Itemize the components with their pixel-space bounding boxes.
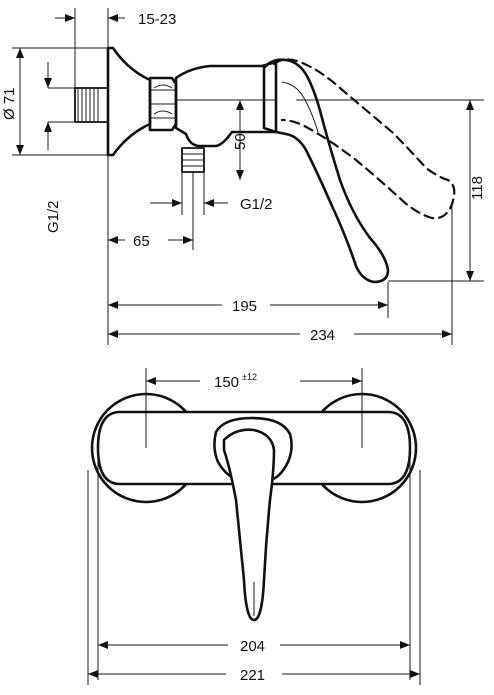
dim-center-tolerance: ±12 xyxy=(242,372,257,382)
dim-total-width: 221 xyxy=(240,667,265,684)
dim-depth-total: 234 xyxy=(310,327,335,344)
dim-height-total: 118 xyxy=(469,176,486,200)
mixer-body xyxy=(174,60,278,148)
dim-wall-offset: 15-23 xyxy=(138,11,176,28)
lever-dashed xyxy=(272,58,456,220)
dim-outlet-distance: 65 xyxy=(133,233,150,250)
dim-center-distance: 150 xyxy=(214,374,239,391)
side-view: 15-23 Ø 71 G1/2 xyxy=(1,8,486,345)
front-lever-blade xyxy=(222,428,276,622)
dim-thread-left: G1/2 xyxy=(45,200,62,233)
wall-escutcheon xyxy=(106,46,152,157)
lever-solid xyxy=(262,58,390,284)
dim-body-width: 204 xyxy=(240,638,265,655)
dim-diameter: Ø 71 xyxy=(1,87,18,120)
dim-thread-bottom: G1/2 xyxy=(240,196,273,213)
dim-lever-reach: 195 xyxy=(232,298,257,315)
dim-height-outlet: 50 xyxy=(232,133,249,150)
front-view: 150 ±12 204 221 xyxy=(87,368,421,685)
